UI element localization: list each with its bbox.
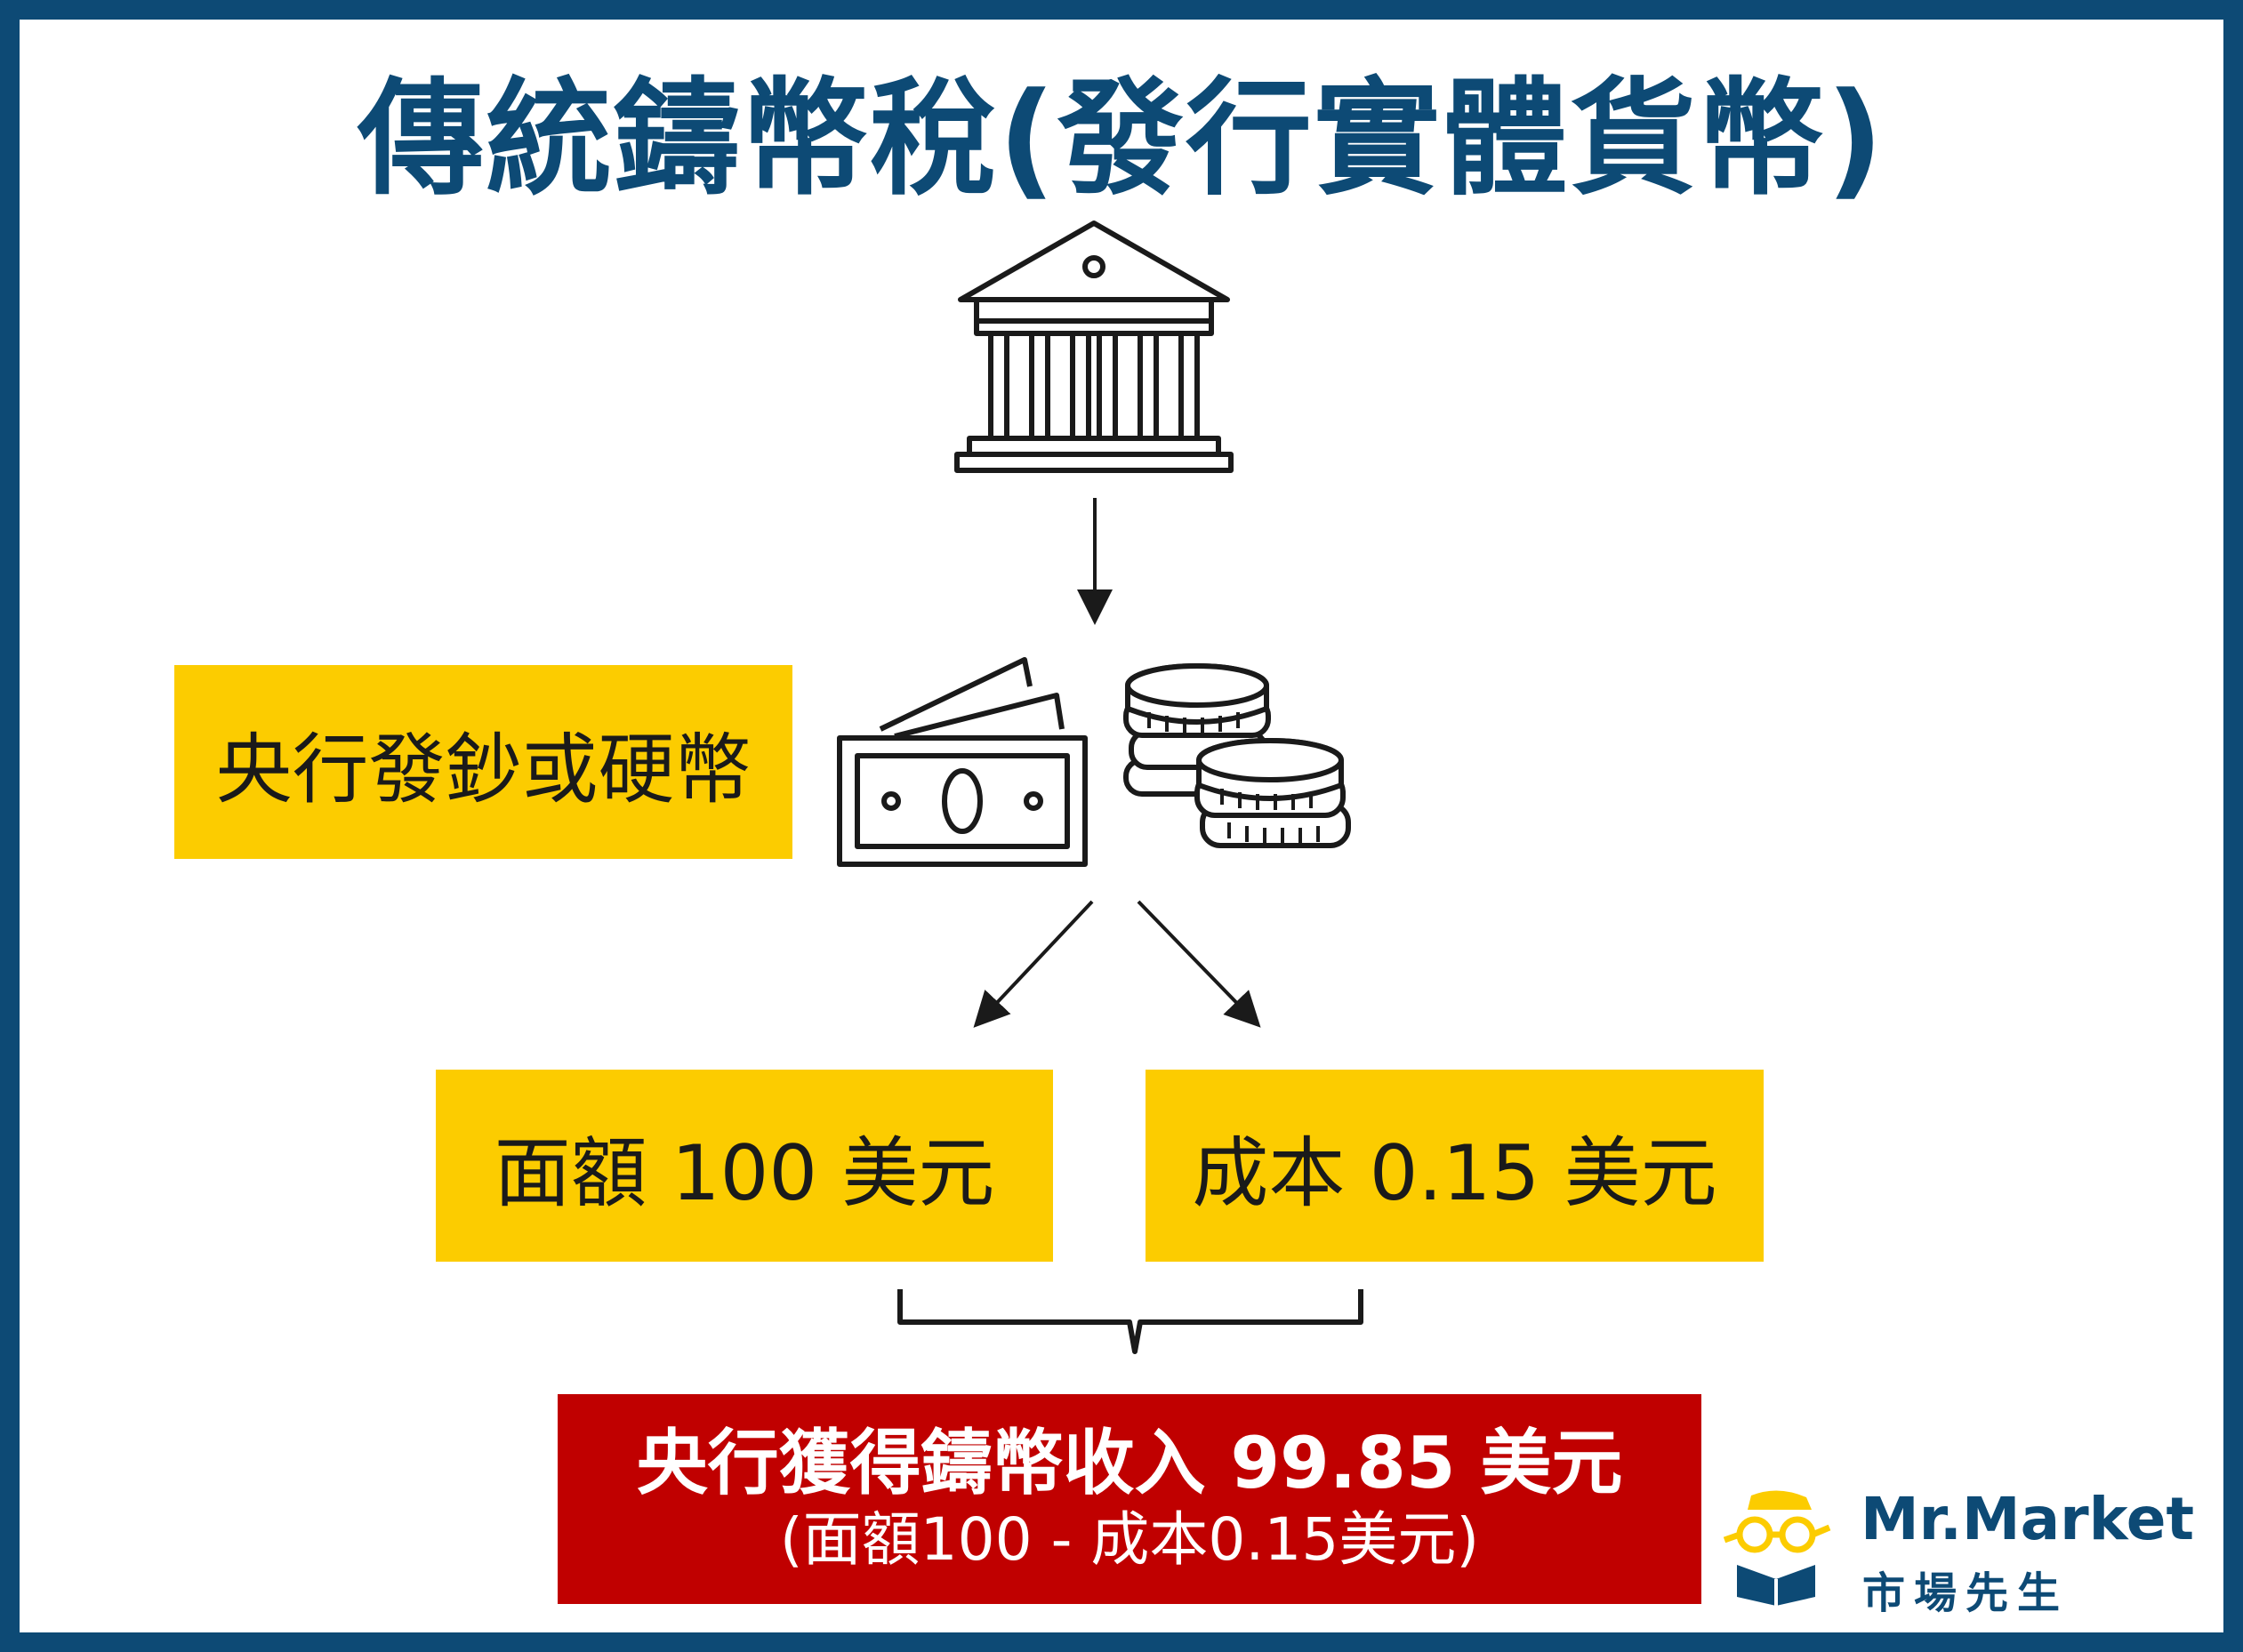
logo-name-zh: 市場先生 [1862,1568,2070,1618]
issue-label: 央行發鈔或硬幣 [215,725,752,814]
central-bank-icon [954,221,1234,473]
face-value-box: 面額 100 美元 [436,1070,1053,1262]
combine-bracket [897,1289,1363,1354]
seigniorage-result: 央行獲得鑄幣收入 99.85 美元 [636,1422,1623,1505]
banknote-icon [837,657,1088,867]
arrow-to-face-value [973,900,1094,1028]
cost-label: 成本 0.15 美元 [1192,1128,1717,1218]
arrow-to-cost [1137,900,1261,1028]
cost-box: 成本 0.15 美元 [1146,1070,1764,1262]
coins-icon [1123,663,1351,848]
seigniorage-result-box: 央行獲得鑄幣收入 99.85 美元 (面額100 - 成本0.15美元) [558,1394,1701,1604]
logo-name-en: Mr.Market [1861,1485,2195,1553]
mr-market-logo-icon [1723,1490,1831,1606]
seigniorage-formula: (面額100 - 成本0.15美元) [779,1505,1480,1575]
issue-label-box: 央行發鈔或硬幣 [174,665,792,859]
face-value-label: 面額 100 美元 [494,1128,995,1218]
diagram-title: 傳統鑄幣稅(發行實體貨幣) [358,66,1885,213]
